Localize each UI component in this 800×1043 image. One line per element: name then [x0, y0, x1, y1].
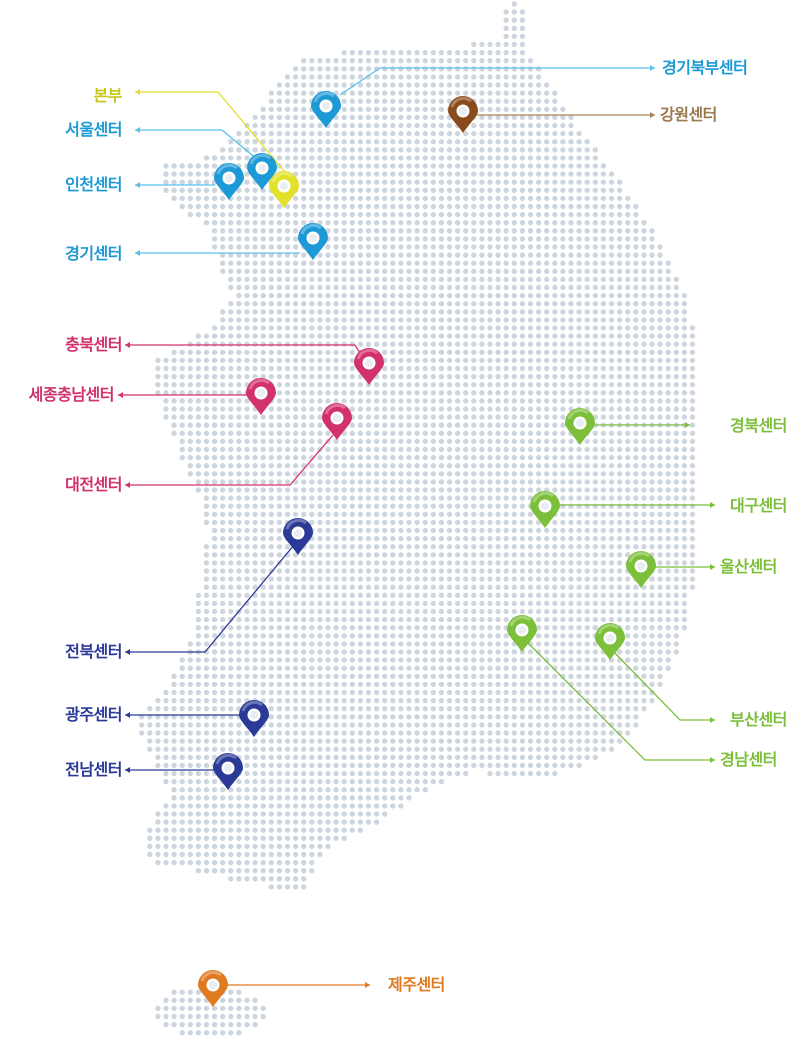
- map-pin-icon[interactable]: [354, 348, 384, 385]
- leader-line: [135, 129, 259, 161]
- arrow-icon: [650, 65, 655, 71]
- arrow-icon: [125, 712, 130, 718]
- label-jeonbuk[interactable]: 전북센터: [65, 642, 122, 661]
- label-incheon[interactable]: 인천센터: [65, 175, 122, 194]
- label-gwangju[interactable]: 광주센터: [65, 705, 122, 724]
- map-pin-icon[interactable]: [198, 970, 228, 1007]
- arrow-icon: [710, 564, 715, 570]
- leader-line: [524, 639, 715, 761]
- pins: [198, 91, 656, 1007]
- label-sejong-chungnam[interactable]: 세종충남센터: [28, 385, 115, 404]
- map-pin-icon[interactable]: [530, 491, 560, 528]
- arrow-icon: [125, 767, 130, 773]
- map-pin-icon[interactable]: [507, 615, 537, 652]
- leader-line: [135, 91, 286, 173]
- arrow-icon: [125, 342, 130, 348]
- arrow-icon: [685, 422, 690, 428]
- label-gyeongbuk[interactable]: 경북센터: [730, 416, 787, 435]
- arrow-icon: [710, 717, 715, 723]
- map-pin-icon[interactable]: [239, 700, 269, 737]
- leader-lines: [118, 65, 715, 988]
- leader-line: [125, 434, 334, 486]
- arrow-icon: [365, 982, 370, 988]
- map-pin-icon[interactable]: [565, 408, 595, 445]
- map-pin-icon[interactable]: [298, 223, 328, 260]
- map-pin-icon[interactable]: [311, 91, 341, 128]
- arrow-icon: [135, 127, 140, 133]
- label-seoul[interactable]: 서울센터: [65, 120, 122, 139]
- label-gyeongnam[interactable]: 경남센터: [720, 750, 777, 769]
- label-jeonnam[interactable]: 전남센터: [65, 760, 122, 779]
- leader-line: [339, 67, 655, 96]
- arrow-icon: [135, 250, 140, 256]
- map-pin-icon[interactable]: [626, 551, 656, 588]
- label-ulsan[interactable]: 울산센터: [720, 557, 777, 576]
- arrow-icon: [125, 649, 130, 655]
- arrow-icon: [710, 502, 715, 508]
- label-daegu[interactable]: 대구센터: [730, 496, 787, 515]
- label-gangwon[interactable]: 강원센터: [660, 105, 717, 124]
- map-pin-icon[interactable]: [283, 518, 313, 555]
- arrow-icon: [118, 392, 123, 398]
- label-chungbuk[interactable]: 충북센터: [65, 335, 122, 354]
- label-jeju[interactable]: 제주센터: [388, 975, 445, 994]
- arrow-icon: [135, 182, 140, 188]
- arrow-icon: [135, 89, 140, 95]
- map-pin-icon[interactable]: [214, 163, 244, 200]
- map-pin-icon[interactable]: [247, 153, 277, 190]
- map-pin-icon[interactable]: [448, 96, 478, 133]
- label-hq[interactable]: 본부: [93, 86, 123, 105]
- arrow-icon: [125, 482, 130, 488]
- map-pin-icon[interactable]: [322, 403, 352, 440]
- arrow-icon: [710, 757, 715, 763]
- leader-line: [125, 544, 295, 653]
- label-gyeonggi-north[interactable]: 경기북부센터: [662, 58, 748, 77]
- map-pin-icon[interactable]: [595, 623, 625, 660]
- label-daejeon[interactable]: 대전센터: [65, 475, 122, 494]
- dot-grid: [139, 1, 696, 1036]
- leader-line: [611, 649, 715, 721]
- label-gyeonggi[interactable]: 경기센터: [65, 244, 122, 263]
- map-pin-icon[interactable]: [213, 753, 243, 790]
- map-pin-icon[interactable]: [269, 171, 299, 208]
- map-pin-icon[interactable]: [246, 378, 276, 415]
- arrow-icon: [650, 112, 655, 118]
- label-busan[interactable]: 부산센터: [730, 710, 787, 729]
